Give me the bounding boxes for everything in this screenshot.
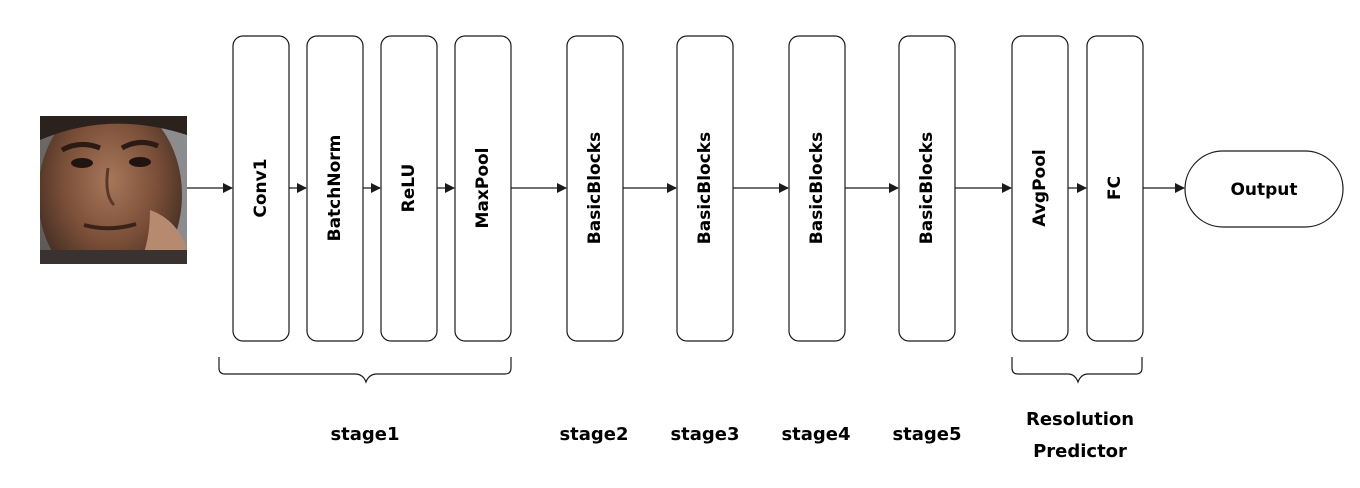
block-basicblocks-3-label: BasicBlocks <box>695 132 715 244</box>
block-batchnorm: BatchNorm <box>306 35 364 342</box>
block-basicblocks-5-label: BasicBlocks <box>917 132 937 244</box>
stage1-brace <box>218 357 512 384</box>
output-terminal <box>1184 150 1344 228</box>
resolution-predictor-label-line2: Predictor <box>1033 441 1127 462</box>
block-maxpool: MaxPool <box>454 35 512 342</box>
block-conv1-label: Conv1 <box>251 158 271 217</box>
block-basicblocks-3: BasicBlocks <box>676 35 734 342</box>
stage4-label: stage4 <box>781 424 850 445</box>
output-node: Output <box>1184 150 1344 228</box>
predictor-brace <box>1011 357 1143 384</box>
stage3-label: stage3 <box>670 424 739 445</box>
block-basicblocks-2: BasicBlocks <box>566 35 624 342</box>
stage2-label: stage2 <box>559 424 628 445</box>
block-basicblocks-2-label: BasicBlocks <box>585 132 605 244</box>
block-basicblocks-4-label: BasicBlocks <box>807 132 827 244</box>
block-maxpool-label: MaxPool <box>473 148 493 229</box>
block-basicblocks-4: BasicBlocks <box>788 35 846 342</box>
stage5-label: stage5 <box>892 424 961 445</box>
block-fc-label: FC <box>1105 176 1125 200</box>
block-fc: FC <box>1086 35 1144 342</box>
block-relu-label: ReLU <box>399 164 419 213</box>
block-batchnorm-label: BatchNorm <box>325 135 345 242</box>
output-label: Output <box>1230 180 1297 200</box>
resolution-predictor-label-line1: Resolution <box>1026 409 1134 430</box>
block-avgpool-label: AvgPool <box>1030 149 1050 226</box>
stage1-label: stage1 <box>330 424 399 445</box>
block-basicblocks-5: BasicBlocks <box>898 35 956 342</box>
block-avgpool: AvgPool <box>1011 35 1069 342</box>
block-relu: ReLU <box>380 35 438 342</box>
block-conv1: Conv1 <box>232 35 290 342</box>
network-blocks: Conv1 BatchNorm ReLU MaxPool BasicBlocks Basi… <box>232 35 1144 342</box>
input-face-image <box>40 116 187 264</box>
